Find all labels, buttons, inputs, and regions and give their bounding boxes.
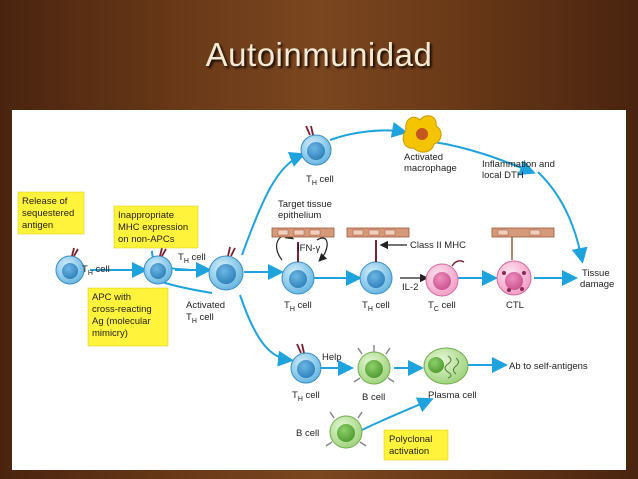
arrow-ifn-left [276, 231, 294, 261]
apc-line-4: mimicry) [92, 328, 128, 339]
polyclonal-line-1: Polyclonal [389, 434, 432, 445]
label-class-ii: Class II MHC [410, 240, 466, 251]
b-cell-bottom [325, 411, 367, 449]
label-th-top: TH cell [306, 174, 334, 187]
polyclonal-line-2: activation [389, 446, 429, 457]
release-line-2: sequestered [22, 208, 74, 219]
label-inflammation-1: Inflammation and [482, 159, 555, 170]
label-th-merge: TH cell [178, 252, 206, 265]
label-th-left: TH cell [82, 264, 110, 277]
label-damage-1: Tissue [582, 268, 610, 279]
tissue-epithelium-middle [346, 227, 410, 238]
release-line-1: Release of [22, 196, 68, 207]
box-release-antigen: Release of sequestered antigen [17, 191, 85, 235]
tissue-epithelium-right [491, 227, 555, 260]
plasma-cell [423, 347, 469, 385]
label-target-1: Target tissue [278, 199, 332, 210]
apc-line-1: APC with [92, 292, 131, 303]
label-il2: IL-2 [402, 282, 418, 293]
ctl-cell [496, 260, 532, 296]
diagram-panel: Release of sequestered antigen Inappropr… [12, 110, 626, 470]
label-macrophage-1: Activated [404, 152, 443, 163]
arrow-to-top-th [241, 152, 306, 256]
arrow-to-macrophage [329, 121, 408, 141]
apc-line-3: Ag (molecular [92, 316, 151, 327]
th-cell-merge [143, 247, 173, 285]
slide-title: Autoinmunidad [205, 36, 433, 73]
b-cell-help [353, 345, 395, 385]
label-target-2: epithelium [278, 210, 321, 221]
arrow-to-bottom-th [239, 294, 294, 367]
label-activated-2: TH cell [186, 312, 214, 325]
label-tc-cell: TC cell [428, 300, 456, 313]
th-cell-middle-2 [359, 240, 393, 295]
activated-th-cell [208, 246, 244, 291]
mhc-line-2: MHC expression [118, 222, 188, 233]
apc-line-2: cross-reacting [92, 304, 152, 315]
label-b-cell-bottom: B cell [296, 428, 319, 439]
box-inappropriate-mhc: Inappropriate MHC expression on non-APCs [113, 205, 199, 249]
arrow-apc-merge [161, 281, 213, 294]
th-cell-middle-1 [281, 242, 315, 295]
autoimmunity-diagram: Release of sequestered antigen Inappropr… [17, 115, 614, 461]
label-macrophage-2: macrophage [404, 163, 457, 174]
label-ctl: CTL [506, 300, 524, 311]
label-activated-1: Activated [186, 300, 225, 311]
arrow-inflammation-to-damage [537, 171, 588, 264]
label-help: Help [322, 352, 342, 363]
label-damage-2: damage [580, 279, 614, 290]
arrow-ifn-right [316, 237, 328, 262]
label-b-cell-help: B cell [362, 392, 385, 403]
mhc-line-3: on non-APCs [118, 234, 175, 245]
tc-cell [425, 260, 465, 297]
label-inflammation-2: local DTH [482, 170, 524, 181]
box-polyclonal: Polyclonal activation [383, 429, 449, 461]
th-cell-left [55, 247, 85, 285]
release-line-3: antigen [22, 220, 53, 231]
label-th-bottom: TH cell [292, 390, 320, 403]
mhc-line-1: Inappropriate [118, 210, 174, 221]
label-th-middle-2: TH cell [362, 300, 390, 313]
label-plasma: Plasma cell [428, 390, 477, 401]
label-ifn: IFN-γ [297, 243, 320, 254]
th-cell-top [300, 125, 332, 166]
th-cell-bottom [290, 343, 322, 384]
box-apc-mimicry: APC with cross-reacting Ag (molecular mi… [87, 287, 169, 347]
arrow-polyclonal [361, 397, 434, 431]
arrow-to-inflammation [433, 141, 536, 175]
activated-macrophage [402, 115, 442, 153]
label-th-middle-1: TH cell [284, 300, 312, 313]
tissue-epithelium-left [271, 227, 335, 238]
label-ab-self: Ab to self-antigens [509, 361, 588, 372]
